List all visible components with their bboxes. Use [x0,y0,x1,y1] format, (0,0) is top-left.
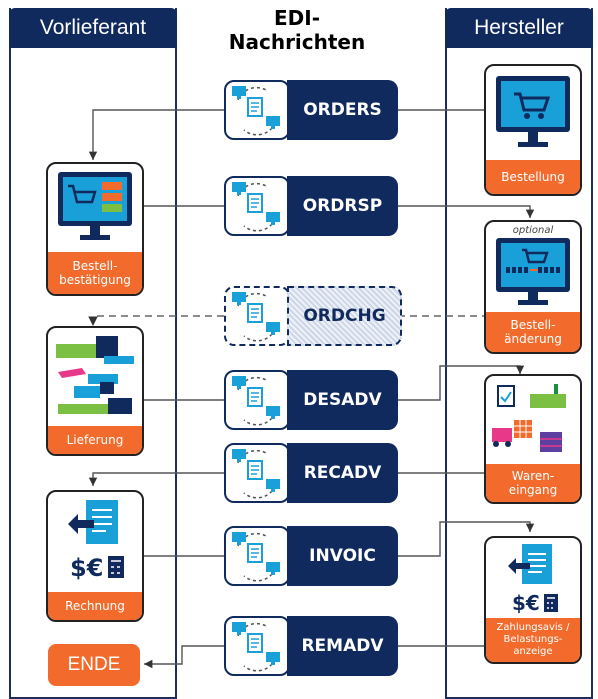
center-title-line1: EDI- [273,6,320,30]
svg-text:$€: $€ [70,554,103,582]
message-label-invoic: INVOIC [287,526,398,586]
edi-document-exchange-icon [224,616,290,676]
edi-document-exchange-icon [224,176,290,236]
optional-note: optional [512,225,554,236]
message-label-ordrsp: ORDRSP [287,176,398,236]
edi-document-exchange-icon [224,80,290,140]
edi-document-exchange-icon [224,526,290,586]
invoice-currency-icon: $€ [486,538,580,618]
message-desadv: DESADV [224,370,398,430]
message-label-desadv: DESADV [287,370,398,430]
message-label-remadv: REMADV [287,616,398,676]
edi-document-exchange-icon [224,286,290,346]
message-orders: ORDERS [224,80,398,140]
card-zahlungsavis: $€ Zahlungsavis / Belastungs- anzeige [484,536,582,664]
message-ordchg: ORDCHG [224,286,402,346]
card-caption-lieferung: Lieferung [48,426,142,454]
caption-text: Zahlungsavis / Belastungs- anzeige [496,622,570,657]
message-invoic: INVOIC [224,526,398,586]
center-title-line2: Nachrichten [228,30,366,54]
edi-document-exchange-icon [224,370,290,430]
card-caption-bestellung: Bestellung [486,160,580,194]
message-label-ordchg: ORDCHG [287,286,402,346]
message-label-recadv: RECADV [287,443,398,503]
warehouse-goods-icon [486,376,580,464]
caption-text: Bestell- änderung [504,318,562,346]
invoice-currency-icon: $€ [48,492,142,588]
message-remadv: REMADV [224,616,398,676]
caption-text: Waren- eingang [508,469,558,497]
card-caption-wareneingang: Waren- eingang [486,464,580,502]
center-title: EDI- Nachrichten [212,6,382,54]
monitor-cart-change-icon [486,234,580,312]
truck-ship-plane-icon [48,328,142,424]
card-bestellbestaetigung: Bestell- bestätigung [46,162,144,296]
message-ordrsp: ORDRSP [224,176,398,236]
card-rechnung: $€ Rechnung [46,490,144,622]
card-bestellaenderung: optional Bestell- änderung [484,220,582,354]
message-recadv: RECADV [224,443,398,503]
card-wareneingang: Waren- eingang [484,374,582,504]
monitor-cart-icon [486,66,580,158]
card-lieferung: Lieferung [46,326,144,456]
caption-text: Bestell- bestätigung [59,259,131,287]
lane-vorlieferant: Vorlieferant [9,8,177,699]
end-node: ENDE [48,644,140,686]
lane-title-vorlieferant: Vorlieferant [9,8,177,48]
svg-text:$€: $€ [512,591,540,615]
card-caption-zahlungsavis: Zahlungsavis / Belastungs- anzeige [486,618,580,662]
card-caption-bestellbestaetigung: Bestell- bestätigung [48,252,142,294]
monitor-cart-check-icon [48,164,142,250]
card-caption-bestellaenderung: Bestell- änderung [486,312,580,352]
card-bestellung: Bestellung [484,64,582,196]
card-caption-rechnung: Rechnung [48,592,142,620]
edi-document-exchange-icon [224,443,290,503]
message-label-orders: ORDERS [287,80,398,140]
lane-title-hersteller: Hersteller [445,8,593,48]
